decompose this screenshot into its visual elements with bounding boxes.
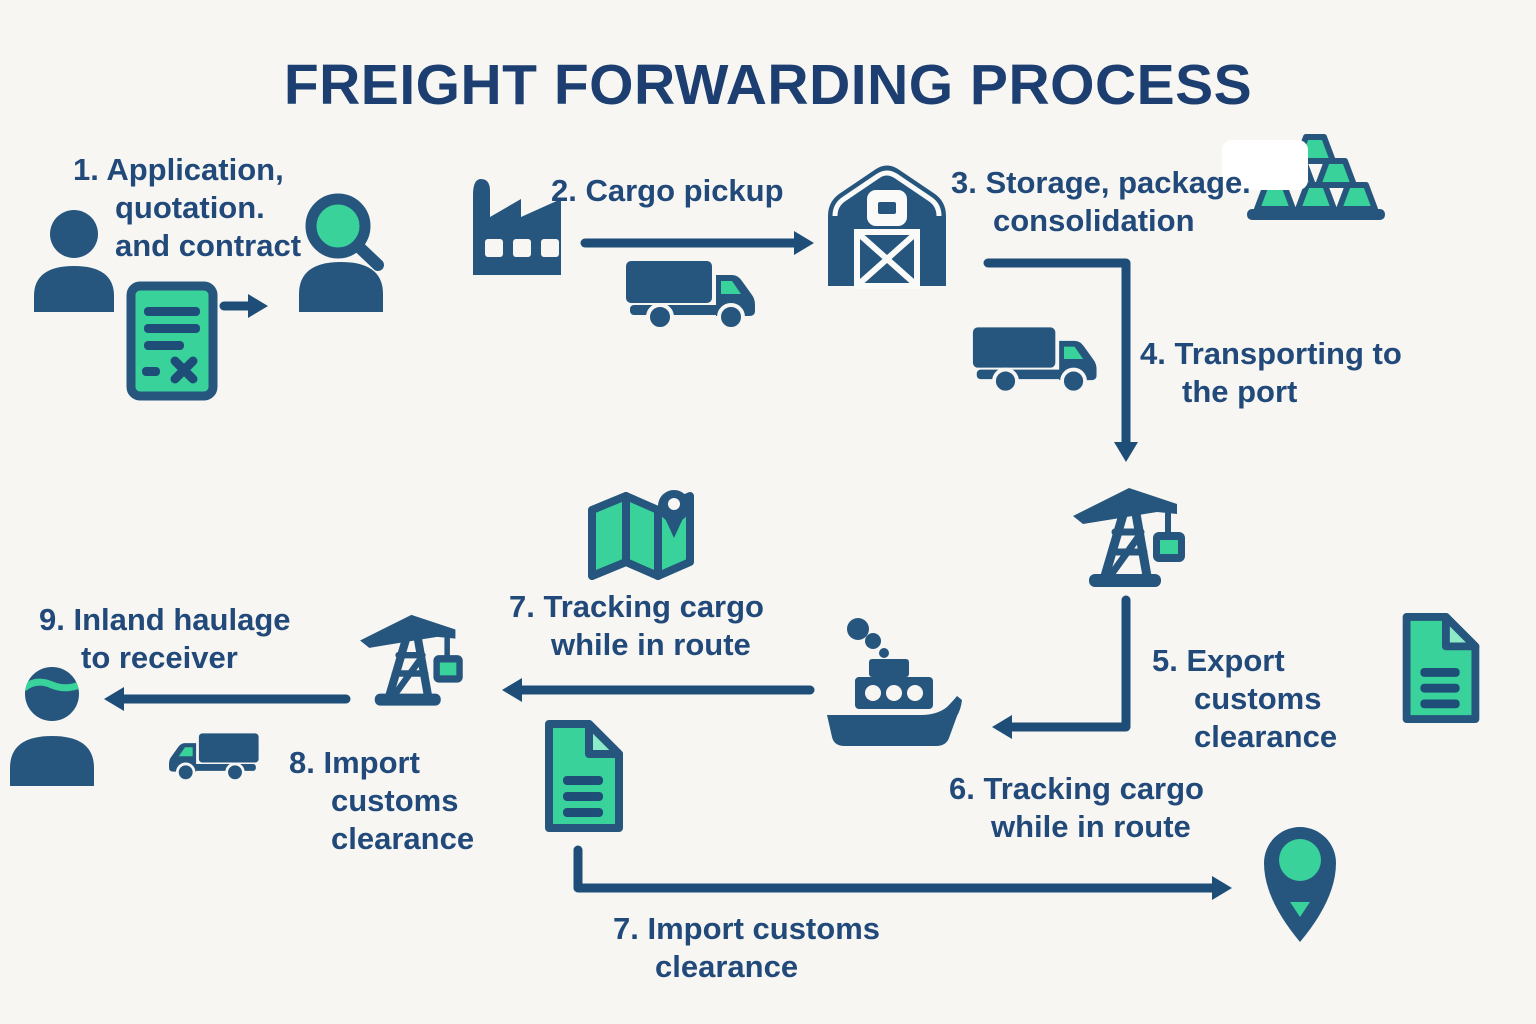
map-pin-icon bbox=[586, 478, 716, 580]
arrowhead-right-icon bbox=[1212, 876, 1232, 900]
arrow-doc-to-destination bbox=[573, 845, 1217, 893]
step-8-label: 8. Import customs clearance bbox=[289, 745, 475, 856]
page-title: FREIGHT FORWARDING PROCESS bbox=[283, 53, 1253, 117]
step-5-label: 5. Export customs clearance bbox=[1152, 643, 1338, 754]
cargo-ship-icon bbox=[825, 617, 965, 748]
step-3-label: 3. Storage, package. consolidation bbox=[951, 165, 1251, 238]
arrowhead-left-icon bbox=[502, 678, 522, 702]
person-magnifier-icon bbox=[291, 190, 391, 312]
location-pin-icon bbox=[1253, 815, 1347, 945]
step-7-tracking-label: 7. Tracking cargo while in route bbox=[509, 589, 764, 662]
arrowhead-left-icon bbox=[104, 687, 124, 711]
arrowhead-right-icon bbox=[248, 294, 268, 318]
arrowhead-left-icon bbox=[992, 715, 1012, 739]
document-icon bbox=[541, 718, 627, 834]
document-icon bbox=[1398, 611, 1484, 725]
arrowhead-right-icon bbox=[794, 231, 814, 255]
gold-ingots-icon bbox=[1245, 133, 1387, 223]
person-icon bbox=[28, 208, 120, 312]
barn-icon bbox=[820, 158, 954, 290]
label-backdrop bbox=[1222, 140, 1308, 190]
step-2-label: 2. Cargo pickup bbox=[551, 173, 784, 208]
truck-icon bbox=[624, 259, 768, 331]
step-6-label: 6. Tracking cargo while in route bbox=[949, 771, 1204, 844]
factory-icon bbox=[463, 171, 573, 279]
harbor-crane-icon bbox=[355, 602, 477, 712]
step-9-label: 9. Inland haulage to receiver bbox=[39, 602, 291, 675]
arrow-warehouse-to-crane bbox=[983, 258, 1131, 447]
harbor-crane-icon bbox=[1069, 474, 1199, 594]
receiver-person-icon bbox=[6, 662, 100, 786]
step-1-label: 1. Application, quotation. and contract bbox=[73, 152, 302, 263]
truck-icon bbox=[971, 325, 1109, 395]
contract-document-icon bbox=[126, 281, 218, 401]
step-4-label: 4. Transporting to the port bbox=[1140, 336, 1402, 409]
step-7-import-label: 7. Import customs clearance bbox=[613, 911, 880, 984]
arrow-crane-to-ship bbox=[1007, 595, 1131, 732]
arrowhead-down-icon bbox=[1114, 442, 1138, 462]
truck-icon bbox=[160, 719, 260, 795]
